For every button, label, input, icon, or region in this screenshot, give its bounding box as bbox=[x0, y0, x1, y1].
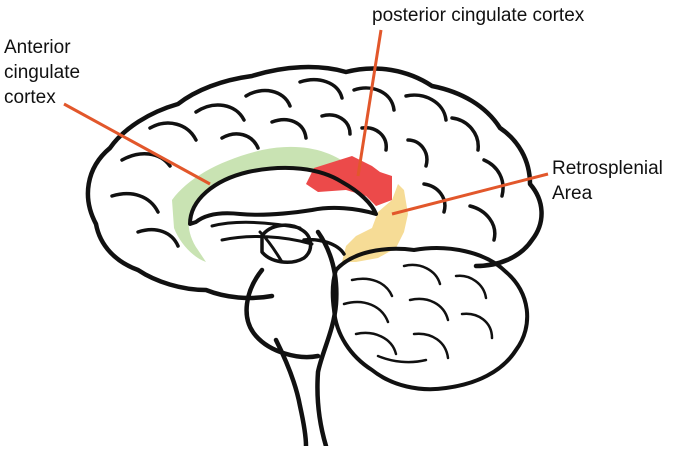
anterior-cingulate-label-line: cortex bbox=[4, 87, 56, 108]
cerebellum-folia bbox=[342, 263, 494, 364]
retrosplenial-label-line: Area bbox=[552, 183, 593, 204]
brainstem-outline bbox=[244, 229, 339, 449]
posterior-cingulate-region bbox=[306, 156, 392, 206]
anterior-cingulate-label: Anterior cingulate cortex bbox=[4, 35, 80, 110]
corpus-callosum-outline bbox=[188, 165, 378, 226]
anterior-cingulate-region bbox=[172, 146, 352, 262]
anterior-cingulate-label-line: Anterior bbox=[4, 37, 71, 58]
posterior-cingulate-pointer bbox=[356, 29, 383, 177]
anterior-cingulate-pointer bbox=[63, 102, 211, 186]
cerebellum-outline bbox=[330, 246, 530, 392]
retrosplenial-region bbox=[342, 184, 408, 262]
gyri-lines bbox=[110, 77, 505, 248]
anterior-cingulate-label-line: cingulate bbox=[4, 62, 81, 83]
cortex-outline bbox=[85, 64, 544, 301]
retrosplenial-label: Retrosplenial Area bbox=[552, 156, 663, 206]
posterior-cingulate-label: posterior cingulate cortex bbox=[372, 5, 585, 26]
retrosplenial-label-line: Retrosplenial bbox=[552, 158, 663, 179]
retrosplenial-pointer bbox=[391, 172, 549, 216]
thalamus-outline bbox=[260, 223, 346, 264]
